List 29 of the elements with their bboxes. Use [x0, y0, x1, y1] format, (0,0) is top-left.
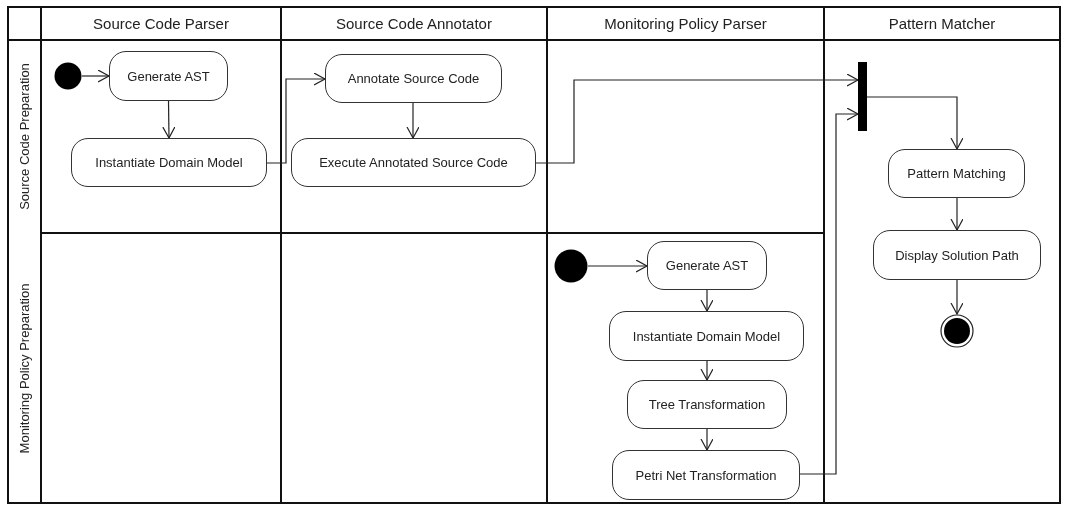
lane-header: Monitoring Policy Preparation — [17, 283, 32, 453]
action-box: Execute Annotated Source Code — [291, 138, 536, 187]
control-flow-arrow — [866, 96, 964, 150]
action-box: Petri Net Transformation — [612, 450, 800, 500]
action-box: Generate AST — [109, 51, 228, 101]
control-flow-arrow — [81, 69, 110, 83]
control-flow-arrow — [587, 259, 648, 273]
control-flow-arrow — [406, 102, 420, 139]
control-flow-arrow — [535, 73, 859, 164]
action-box: Display Solution Path — [873, 230, 1041, 280]
control-flow-arrow — [950, 279, 964, 315]
control-flow-arrow — [700, 289, 714, 312]
action-box: Instantiate Domain Model — [71, 138, 267, 187]
action-box: Generate AST — [647, 241, 767, 290]
action-box: Tree Transformation — [627, 380, 787, 429]
lane-header: Monitoring Policy Parser — [547, 7, 824, 40]
control-flow-arrow — [700, 428, 714, 451]
lane-header: Source Code Annotator — [281, 7, 547, 40]
control-flow-arrow — [799, 107, 859, 475]
action-box: Instantiate Domain Model — [609, 311, 804, 361]
lane-header: Pattern Matcher — [824, 7, 1060, 40]
control-flow-arrow — [950, 197, 964, 231]
action-box: Pattern Matching — [888, 149, 1025, 198]
control-flow-arrow — [266, 72, 326, 164]
lane-header: Source Code Parser — [41, 7, 281, 40]
lane-header: Source Code Preparation — [17, 63, 32, 210]
control-flow-arrow — [162, 100, 176, 139]
action-box: Annotate Source Code — [325, 54, 502, 103]
control-flow-arrow — [700, 360, 714, 381]
